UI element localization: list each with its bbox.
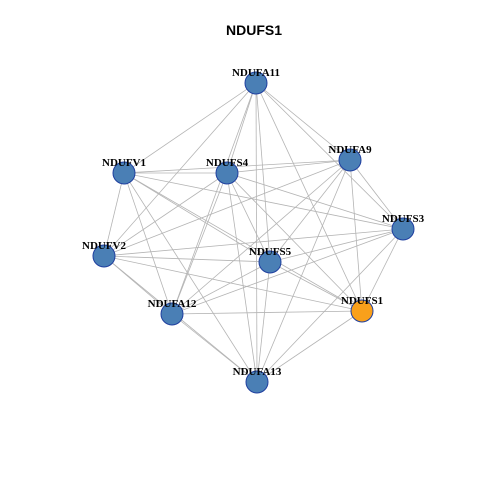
edge-ndufs1-ndufa12 [171,310,363,315]
edge-ndufa9-ndufa13 [256,159,351,383]
edge-ndufv1-ndufs1 [123,172,363,312]
edge-ndufs4-ndufs5 [226,172,271,263]
edge-ndufs3-ndufa13 [256,228,404,383]
edge-ndufa9-ndufs3 [349,159,404,230]
node-label: NDUFV1 [102,157,146,169]
edge-ndufa11-ndufs5 [255,82,271,263]
node-ndufv1: NDUFV1 [102,157,146,185]
node-circle [215,161,239,185]
edge-ndufs1-ndufa13 [256,310,363,383]
node-label: NDUFS4 [206,157,249,169]
node-label: NDUFA13 [233,366,282,378]
node-ndufa12: NDUFA12 [148,298,197,326]
edge-ndufs3-ndufs5 [269,228,404,263]
node-label: NDUFS1 [341,295,383,307]
edge-ndufs4-ndufa12 [171,172,228,315]
edge-ndufs5-ndufs1 [269,261,363,312]
edge-ndufa11-ndufv1 [123,82,257,174]
edge-ndufa9-ndufs5 [269,159,351,263]
edge-ndufv1-ndufa12 [123,172,173,315]
node-circle [391,217,415,241]
node-label: NDUFA9 [328,144,372,156]
node-circle [244,71,268,95]
edge-ndufs3-ndufv2 [103,228,404,257]
node-circle [112,161,136,185]
diagram-title: NDUFS1 [226,22,282,38]
edge-ndufs3-ndufs1 [361,228,404,312]
node-label: NDUFS3 [382,213,425,225]
edge-ndufa11-ndufa12 [171,82,257,315]
node-label: NDUFS5 [249,246,292,258]
node-ndufs4: NDUFS4 [206,157,249,185]
edge-ndufa11-ndufs4 [226,82,257,174]
edge-ndufs4-ndufa9 [226,159,351,174]
edge-ndufa9-ndufv2 [103,159,351,257]
node-label: NDUFV2 [82,240,126,252]
edge-ndufs5-ndufa12 [171,261,271,315]
edge-ndufa11-ndufa13 [255,82,258,383]
node-ndufa11: NDUFA11 [232,67,280,95]
edge-ndufv2-ndufs1 [103,255,363,312]
node-label: NDUFA11 [232,67,280,79]
node-ndufs3: NDUFS3 [382,213,425,241]
node-circle [245,370,269,394]
node-circle [160,302,184,326]
node-ndufs5: NDUFS5 [249,246,292,274]
node-circle [92,244,116,268]
node-circle [258,250,282,274]
edge-ndufa9-ndufs1 [349,159,363,312]
node-circle [338,148,362,172]
edge-ndufv2-ndufs5 [103,255,271,263]
node-ndufa13: NDUFA13 [233,366,282,394]
edge-ndufv1-ndufa13 [123,172,258,383]
edge-ndufs4-ndufa13 [226,172,258,383]
edge-ndufv1-ndufs5 [123,172,271,263]
edge-ndufs4-ndufs3 [226,172,404,230]
edges-layer [103,82,404,383]
edge-ndufa11-ndufa9 [255,82,351,161]
node-circle [350,299,374,323]
node-label: NDUFA12 [148,298,197,310]
node-ndufs1: NDUFS1 [341,295,383,323]
edge-ndufs4-ndufs1 [226,172,363,312]
node-ndufv2: NDUFV2 [82,240,126,268]
edge-ndufa9-ndufa12 [171,159,351,315]
edge-ndufa11-ndufs1 [255,82,363,312]
edge-ndufv1-ndufv2 [103,172,125,257]
edge-ndufa11-ndufs3 [255,82,404,230]
edge-ndufs5-ndufa13 [256,261,271,383]
edge-ndufv1-ndufs3 [123,172,404,230]
edge-ndufa12-ndufa13 [171,313,258,383]
node-ndufa9: NDUFA9 [328,144,372,172]
edge-ndufv1-ndufa9 [123,159,351,174]
edge-ndufs4-ndufv2 [103,172,228,257]
